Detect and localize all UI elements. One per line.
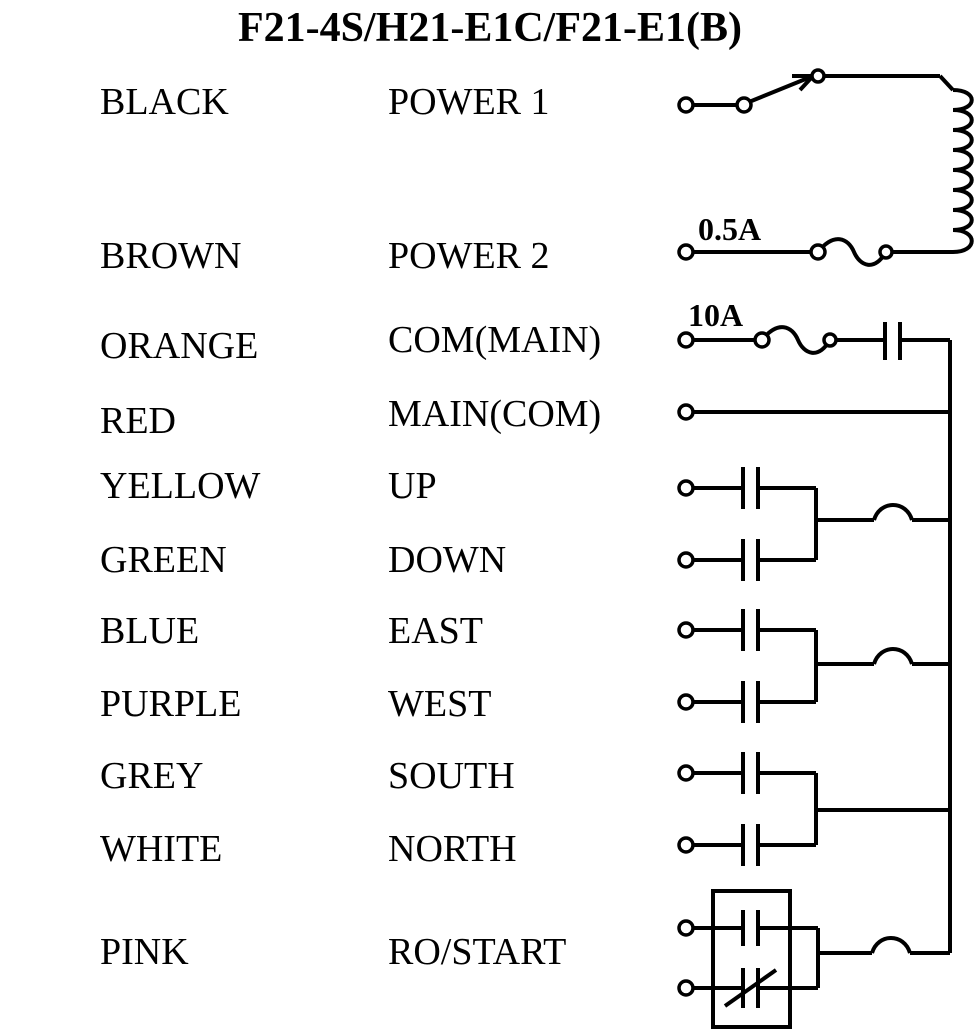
wire-color-black: BLACK: [100, 81, 229, 123]
function-ro-start: RO/START: [388, 931, 567, 973]
wire-color-green: GREEN: [100, 539, 227, 581]
function-main-com: MAIN(COM): [388, 393, 602, 435]
terminals: [677, 68, 894, 997]
function-com-main: COM(MAIN): [388, 319, 602, 361]
function-west: WEST: [388, 683, 492, 725]
function-east: EAST: [388, 610, 483, 652]
wire-color-blue: BLUE: [100, 610, 200, 652]
fuse-rating-power: 0.5A: [698, 211, 762, 247]
wire-color-grey: GREY: [100, 755, 204, 797]
fuse-symbol-power: [686, 237, 888, 267]
contact-group-east-west: [686, 609, 950, 723]
function-power-2: POWER 2: [388, 235, 550, 277]
main-contactor-symbol: [883, 322, 952, 953]
start-relay-symbol: [686, 889, 950, 1029]
wire-color-red: RED: [100, 400, 176, 442]
wire-color-orange: ORANGE: [100, 325, 259, 367]
function-north: NORTH: [388, 828, 517, 870]
wire-color-purple: PURPLE: [100, 683, 242, 725]
function-up: UP: [388, 465, 437, 507]
wire-color-pink: PINK: [100, 931, 189, 973]
contact-group-up-down: [686, 467, 950, 581]
fuse-symbol-main: [686, 325, 885, 355]
fuse-rating-main: 10A: [688, 297, 744, 333]
function-power-1: POWER 1: [388, 81, 550, 123]
function-down: DOWN: [388, 539, 507, 581]
coil-symbol: [886, 88, 974, 254]
function-south: SOUTH: [388, 755, 515, 797]
diagram-title: F21-4S/H21-E1C/F21-E1(B): [238, 5, 742, 51]
wire-color-brown: BROWN: [100, 235, 242, 277]
wire-color-yellow: YELLOW: [100, 465, 261, 507]
wire-color-white: WHITE: [100, 828, 223, 870]
contact-group-south-north: [686, 752, 950, 866]
